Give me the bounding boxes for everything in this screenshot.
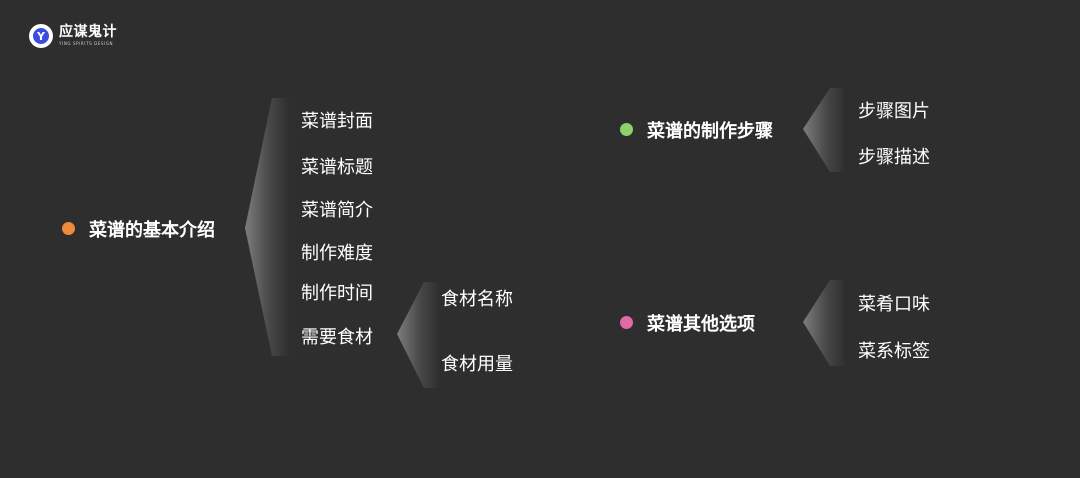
other-item-flavor: 菜肴口味 (858, 294, 930, 315)
bracket-other (803, 280, 846, 366)
steps-item-description: 步骤描述 (858, 147, 930, 168)
intro-item-difficulty: 制作难度 (301, 243, 373, 264)
intro-item-title: 菜谱标题 (301, 157, 373, 178)
bracket-intro (245, 98, 290, 356)
other-label: 菜谱其他选项 (647, 314, 755, 335)
ingredient-item-amount: 食材用量 (441, 354, 513, 375)
bracket-ingredients (397, 282, 440, 388)
steps-dot (620, 123, 633, 136)
intro-item-cover: 菜谱封面 (301, 111, 373, 132)
brand-logo: Y 应谋鬼计 YING SPIRITS DESIGN (29, 24, 117, 48)
steps-item-image: 步骤图片 (858, 101, 930, 122)
logo-tagline: YING SPIRITS DESIGN (59, 41, 114, 46)
logo-text: 应谋鬼计 YING SPIRITS DESIGN (59, 25, 117, 47)
intro-item-time: 制作时间 (301, 283, 373, 304)
intro-label: 菜谱的基本介绍 (89, 220, 215, 241)
logo-name: 应谋鬼计 (59, 24, 117, 40)
steps-label: 菜谱的制作步骤 (647, 121, 773, 142)
logo-letter: Y (37, 29, 45, 43)
ingredient-item-name: 食材名称 (441, 289, 513, 310)
intro-dot (62, 222, 75, 235)
intro-item-ingredients: 需要食材 (301, 327, 373, 348)
logo-icon: Y (29, 24, 53, 48)
other-dot (620, 316, 633, 329)
other-item-cuisine: 菜系标签 (858, 341, 930, 362)
intro-item-summary: 菜谱简介 (301, 200, 373, 221)
bracket-steps (803, 88, 846, 172)
